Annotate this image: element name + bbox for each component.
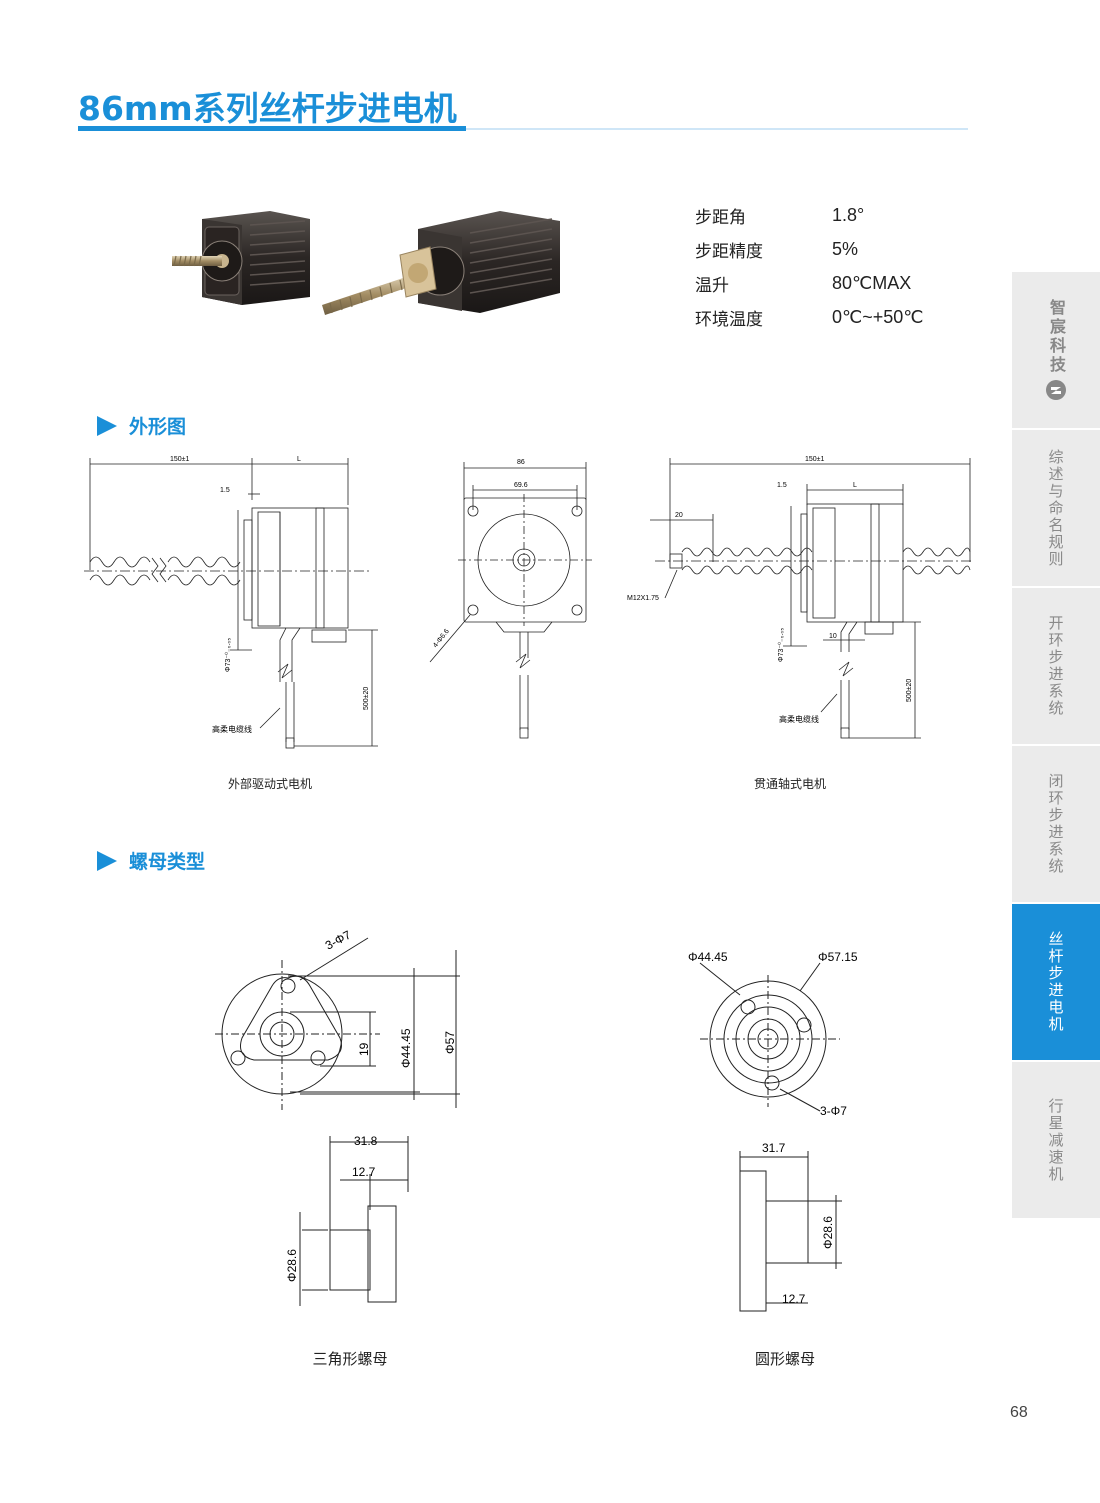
section-title: 螺母类型 [129, 851, 206, 873]
dim-L: L [853, 482, 857, 489]
sidebar-item-label: 丝杆步进电机 [1046, 931, 1065, 1033]
dim-1-5: 1.5 [777, 482, 787, 489]
sidebar-item-closed-loop[interactable]: 闭环步进系统 [1012, 746, 1100, 904]
dim-10: 10 [829, 633, 837, 640]
page-number: 68 [1010, 1404, 1028, 1421]
title-rule [78, 128, 968, 130]
zhichen-logo-icon [1046, 380, 1066, 400]
dim-12-7: 12.7 [352, 1165, 376, 1179]
spec-label: 步距精度 [695, 241, 763, 262]
dim-44-45: Φ44.45 [399, 1028, 413, 1068]
dim-holes: 4-Φ6.6 [432, 628, 451, 649]
sidebar-item-label: 开环步进系统 [1046, 615, 1065, 717]
section-nut-heading: 螺母类型 [97, 847, 205, 874]
caption-external-motor: 外部驱动式电机 [227, 777, 312, 791]
dim-12-7: 12.7 [782, 1292, 806, 1306]
sidebar-logo: 智宸科技 [1012, 272, 1100, 430]
dim-44-45: Φ44.45 [688, 950, 728, 964]
dim-holes: 3-Φ7 [820, 1104, 847, 1118]
sidebar-item-label: 行星减速机 [1046, 1097, 1065, 1183]
triangle-bullet-icon [97, 850, 117, 871]
dim-thread: M12X1.75 [627, 595, 659, 602]
spec-label: 温升 [695, 275, 729, 296]
dim-31-8: 31.8 [354, 1134, 378, 1148]
page-title: 86mm系列丝杆步进电机 [78, 89, 457, 128]
spec-value: 0℃~+50℃ [832, 306, 924, 327]
spec-value: 1.8° [832, 204, 865, 225]
dim-57: Φ57 [443, 1031, 457, 1054]
dim-28-6: Φ28.6 [821, 1216, 835, 1249]
section-title: 外形图 [129, 416, 187, 438]
caption-round-nut: 圆形螺母 [754, 1350, 815, 1368]
front-view-drawing: 86 69.6 4-Φ6.6 [429, 459, 592, 739]
cable-label: 高柔电缆线 [212, 724, 252, 734]
dim-L: L [297, 456, 301, 463]
dim-28-6: Φ28.6 [285, 1249, 299, 1282]
dim-500: 500±20 [906, 679, 913, 702]
spec-label: 环境温度 [695, 309, 763, 330]
triangle-bullet-icon [97, 415, 117, 436]
dim-31-7: 31.7 [762, 1141, 786, 1155]
cable-label: 高柔电缆线 [779, 714, 819, 724]
sidebar-item-overview[interactable]: 综述与命名规则 [1012, 430, 1100, 588]
sidebar-item-label: 综述与命名规则 [1046, 448, 1065, 568]
sidebar-item-open-loop[interactable]: 开环步进系统 [1012, 588, 1100, 746]
dim-20: 20 [675, 512, 683, 519]
sidebar-nav: 智宸科技 综述与命名规则 开环步进系统 闭环步进系统 丝杆步进电机 行星减速机 [1012, 272, 1100, 1220]
title-rule-accent [78, 126, 466, 131]
dim-1-5: 1.5 [220, 487, 230, 494]
spec-table: 步距角 1.8° 步距精度 5% 温升 80℃MAX 环境温度 0℃~+50℃ [695, 198, 924, 334]
spec-value: 80℃MAX [832, 272, 912, 293]
dim-150: 150±1 [805, 456, 825, 463]
dim-phi73: Φ73⁻⁰₋₀.₀₅ [777, 628, 785, 662]
caption-through-shaft: 贯通轴式电机 [753, 777, 826, 791]
dim-150: 150±1 [170, 456, 190, 463]
spec-label: 步距角 [695, 207, 746, 228]
spec-row: 温升 80℃MAX [695, 266, 924, 300]
logo-text: 智宸科技 [1047, 299, 1066, 375]
dim-69-6: 69.6 [514, 482, 528, 489]
caption-triangle-nut: 三角形螺母 [312, 1350, 388, 1368]
dim-phi73: Φ73⁻⁰₋₀.₀₅ [224, 638, 232, 672]
product-photo [172, 211, 560, 315]
dim-19: 19 [357, 1042, 371, 1056]
spec-row: 步距角 1.8° [695, 198, 924, 232]
dim-500: 500±20 [363, 687, 370, 710]
sidebar-item-lead-screw[interactable]: 丝杆步进电机 [1012, 904, 1100, 1062]
through-shaft-drawing: 150±1 L 1.5 20 M12X1.75 Φ73⁻⁰₋₀.₀₅ 10 50… [627, 456, 973, 739]
dim-86: 86 [517, 459, 525, 466]
spec-value: 5% [832, 238, 859, 259]
external-motor-drawing: 150±1 L 1.5 Φ73⁻⁰₋₀.₀₅ 500±20 高柔电缆线 [84, 456, 378, 749]
sidebar-item-planetary[interactable]: 行星减速机 [1012, 1062, 1100, 1220]
sidebar-item-label: 闭环步进系统 [1046, 773, 1065, 875]
spec-row: 步距精度 5% [695, 232, 924, 266]
spec-row: 环境温度 0℃~+50℃ [695, 300, 924, 334]
section-outline-heading: 外形图 [97, 412, 186, 439]
triangle-nut-drawing: 3-Φ7 19 Φ44.45 Φ57 31.8 12.7 Φ28.6 [215, 930, 460, 1306]
round-nut-drawing: Φ44.45 Φ57.15 3-Φ7 31.7 Φ28.6 12.7 [688, 950, 858, 1312]
dim-57-15: Φ57.15 [818, 950, 858, 964]
